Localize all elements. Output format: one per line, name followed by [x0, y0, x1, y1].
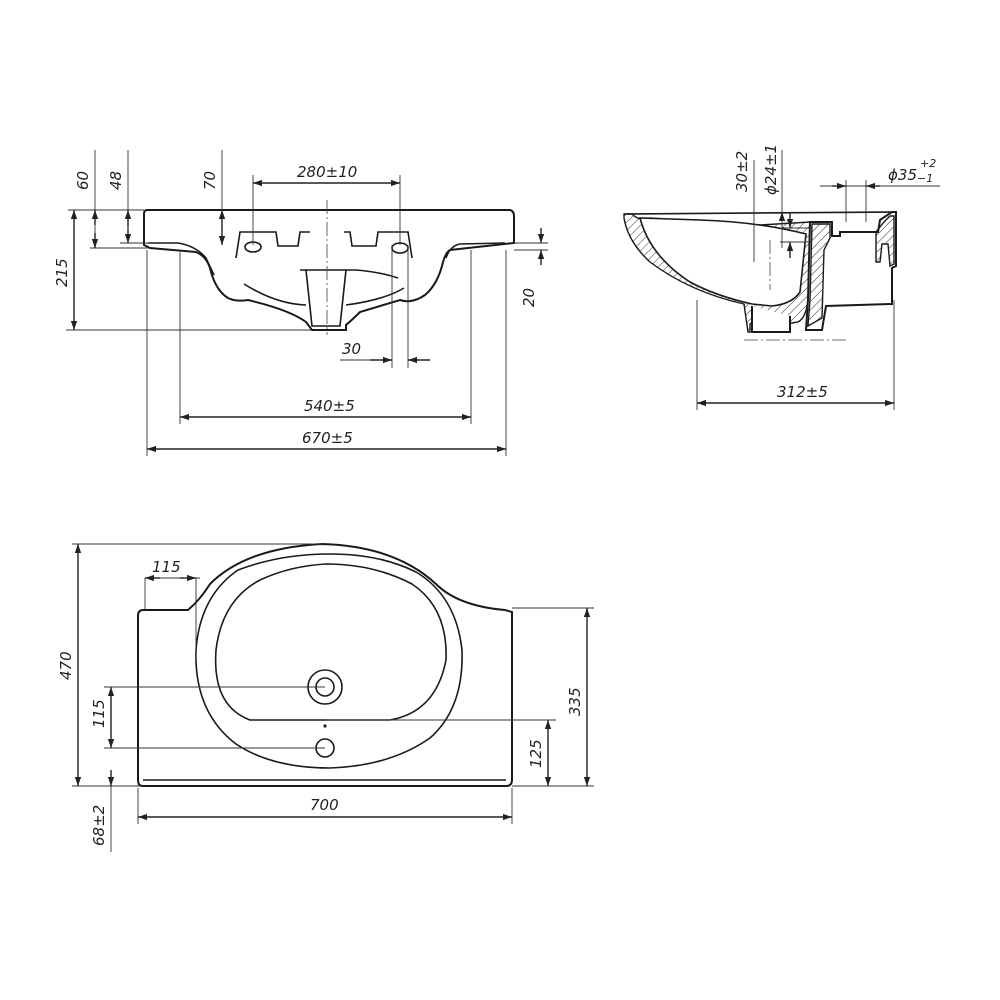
side-dim-30-label: 30±2	[733, 151, 751, 192]
front-right-platform	[344, 231, 413, 259]
dim-70-label: 70	[201, 171, 219, 190]
top-basin-outline	[137, 542, 513, 787]
dim-20-label: 20	[520, 288, 538, 307]
front-bowl-inner	[243, 269, 405, 306]
side-bowl-interior	[638, 217, 807, 307]
top-dim-125-label: 125	[527, 739, 545, 768]
front-view: 60 48 70 280±10 215 20 30	[53, 150, 548, 456]
side-dim-35-minus: −1	[917, 172, 933, 185]
top-dim-335-label: 335	[566, 687, 584, 716]
front-left-platform	[235, 231, 310, 259]
top-dim-700-label: 700	[310, 796, 339, 814]
side-dim-312-label: 312±5	[777, 383, 828, 401]
top-dim-68-label: 68±2	[90, 805, 108, 846]
dim-540-label: 540±5	[304, 397, 355, 415]
side-dim-35-plus: +2	[920, 157, 936, 170]
side-dim-35-label: ϕ35	[888, 166, 917, 184]
top-bowl-inner	[214, 563, 447, 721]
dim-280-label: 280±10	[297, 163, 357, 181]
dim-215-label: 215	[53, 258, 71, 287]
top-view: 115 470 115 68±2 335 125 700	[57, 542, 594, 852]
dim-60-label: 60	[74, 171, 92, 190]
dim-48-label: 48	[107, 171, 125, 190]
side-dim-24-label: ϕ24±1	[762, 144, 780, 195]
side-overflow	[875, 215, 895, 268]
dim-30-label: 30	[342, 340, 361, 358]
top-dim-115-left-label: 115	[90, 699, 108, 728]
side-back-hatch	[807, 223, 831, 328]
top-dim-470-label: 470	[57, 651, 75, 680]
side-drain	[751, 306, 791, 333]
top-rim-outer	[195, 553, 463, 769]
front-drain	[305, 269, 347, 327]
top-dim-115-label: 115	[152, 558, 181, 576]
front-rim-line	[148, 242, 506, 276]
dim-670-label: 670±5	[302, 429, 353, 447]
side-view: 30±2 ϕ24±1 ϕ35 +2 −1 312±5	[623, 144, 940, 410]
